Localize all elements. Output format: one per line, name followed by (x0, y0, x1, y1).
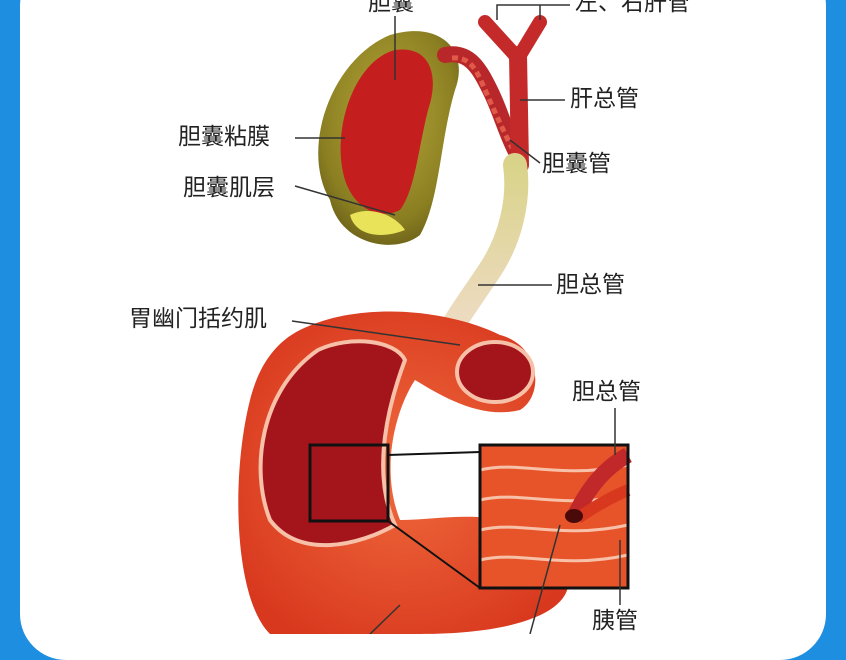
common-bile-duct (433, 153, 529, 352)
leader-lines (291, 4, 621, 634)
label-gallbladder: 胆囊 (368, 0, 414, 16)
label-common-bile-duct: 胆总管 (556, 272, 625, 298)
label-cystic-duct: 胆囊管 (542, 151, 611, 177)
label-common-hepatic-duct: 肝总管 (570, 86, 639, 112)
detail-marker-box (308, 443, 390, 523)
cystic-duct (437, 46, 523, 158)
label-common-bile-duct-inset: 胆总管 (572, 379, 641, 405)
detail-inset (478, 443, 633, 590)
anatomy-illustration (238, 4, 633, 634)
label-pancreatic-duct: 胰管 (592, 608, 638, 634)
label-gallbladder-muscle: 胆囊肌层 (183, 175, 275, 201)
gallbladder (318, 31, 459, 245)
label-hepatic-ducts: 左、右肝管 (575, 0, 690, 16)
label-pyloric-sphincter: 胃幽门括约肌 (129, 306, 267, 332)
label-gallbladder-mucosa: 胆囊粘膜 (178, 124, 270, 150)
